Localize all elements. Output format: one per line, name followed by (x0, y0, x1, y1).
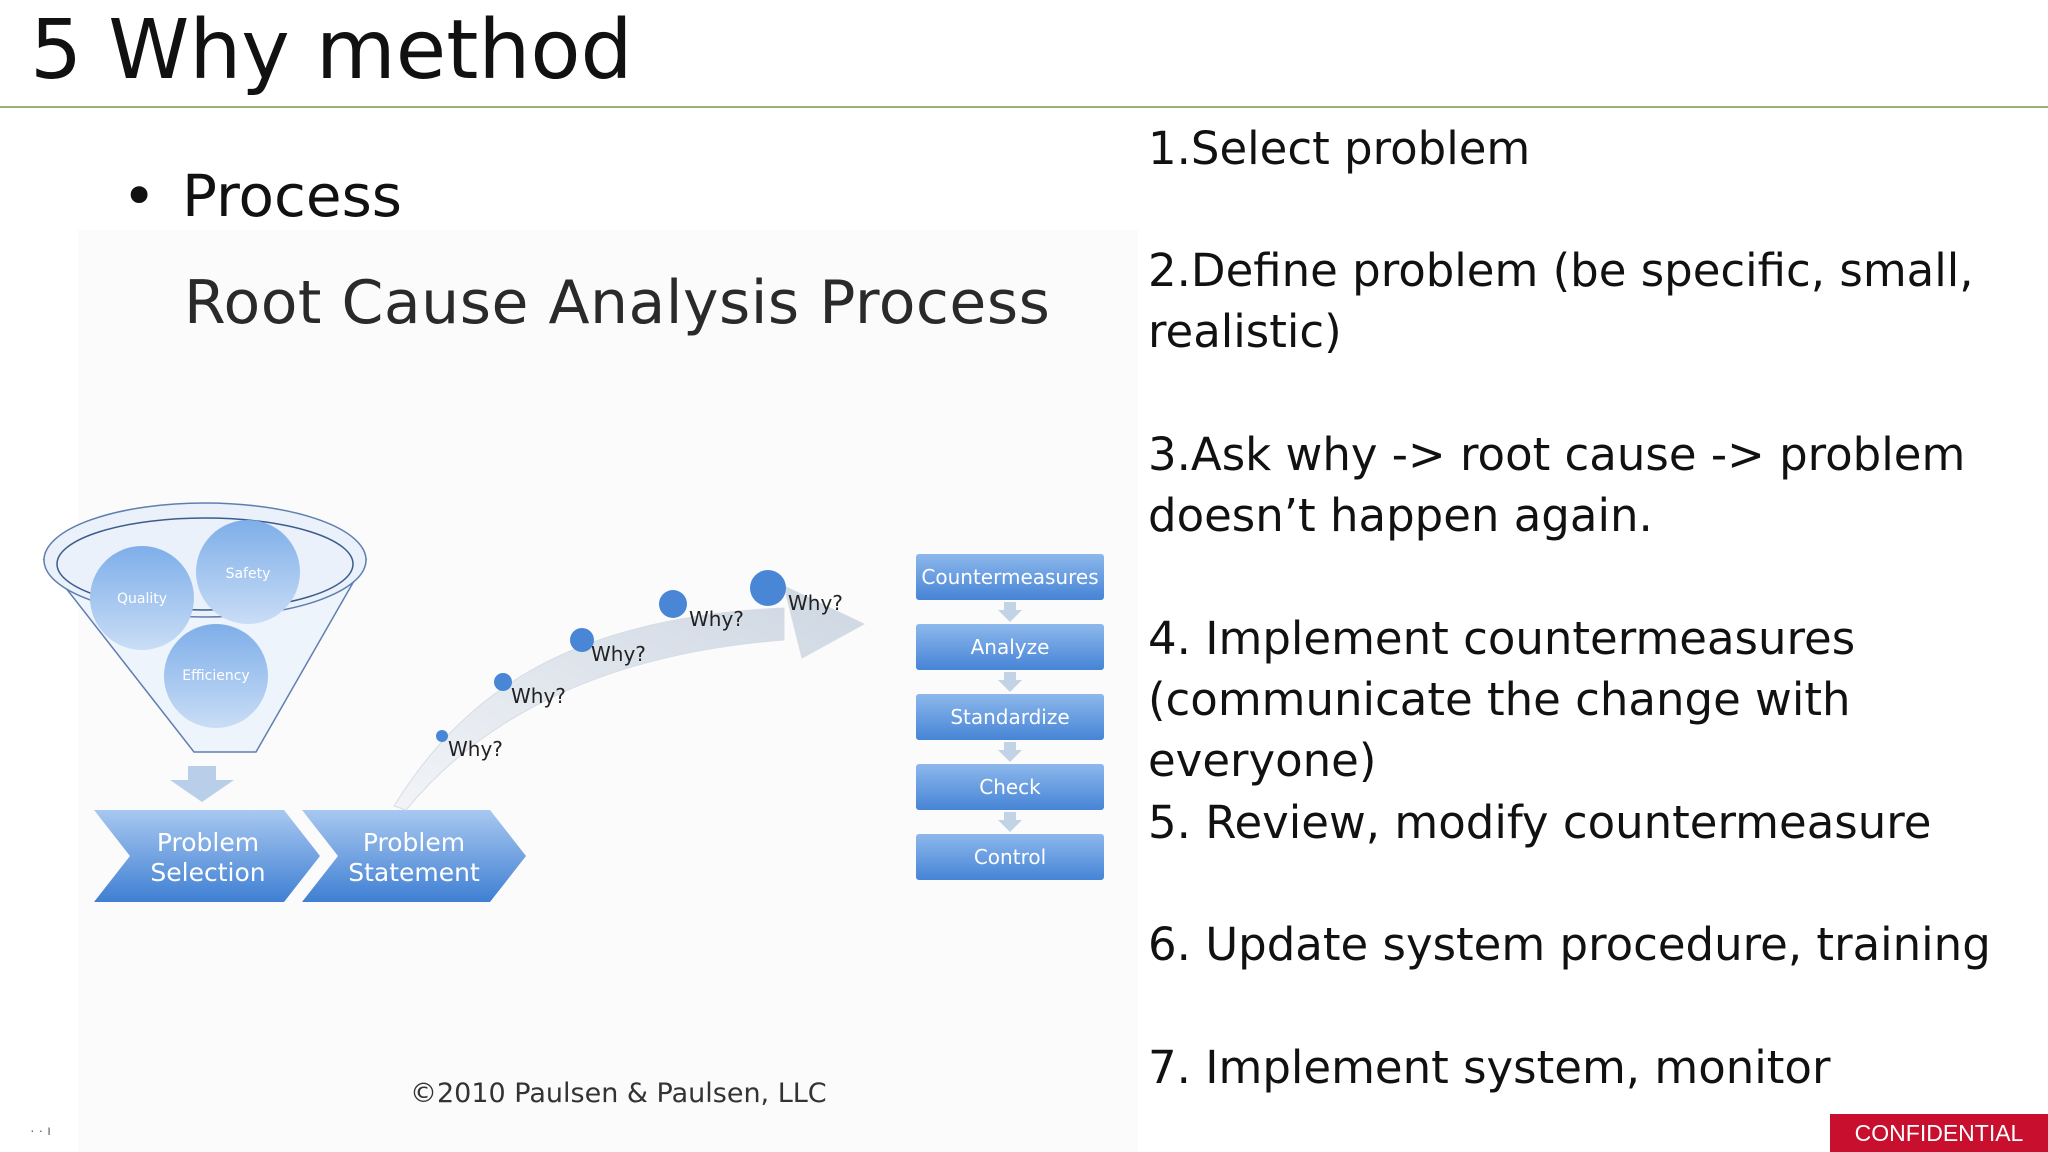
action-box-label-2: Analyze (971, 635, 1050, 659)
figure-copyright: ©2010 Paulsen & Paulsen, LLC (410, 1078, 827, 1109)
action-box-1 (916, 554, 1104, 600)
slide-title: 5 Why method (30, 3, 633, 98)
action-box-2 (916, 624, 1104, 670)
action-box-label-3: Standardize (950, 705, 1069, 729)
why-label-3: Why? (591, 642, 646, 666)
action-box-3 (916, 694, 1104, 740)
why-label-4: Why? (689, 607, 744, 631)
why-label-1: Why? (448, 737, 503, 761)
funnel-down-arrow (170, 766, 234, 802)
box-connector-arrow-3 (998, 742, 1022, 762)
action-box-label-1: Countermeasures (921, 565, 1098, 589)
why-dot-3 (570, 628, 594, 652)
box-connector-arrow-2 (998, 672, 1022, 692)
safety-label: Safety (226, 566, 271, 582)
step-3: 3.Ask why -> root cause -> problem doesn… (1148, 428, 1966, 542)
page-number-mark: · · ı (30, 1122, 51, 1138)
action-box-5 (916, 834, 1104, 880)
figure-title: Root Cause Analysis Process (184, 268, 1051, 338)
box-connector-arrow-4 (998, 812, 1022, 832)
action-boxes: CountermeasuresAnalyzeStandardizeCheckCo… (916, 554, 1104, 880)
safety-circle (196, 520, 300, 624)
step-5: 5. Review, modify countermeasure (1148, 796, 1932, 849)
quality-label: Quality (117, 591, 167, 607)
problem-statement-chevron (302, 810, 526, 902)
efficiency-label: Efficiency (182, 668, 249, 684)
why-dot-1 (436, 730, 448, 742)
step-2: 2.Define problem (be specific, small, re… (1148, 244, 1974, 358)
why-dot-2 (494, 673, 512, 691)
bullet-text: Process (182, 162, 403, 230)
efficiency-circle (164, 624, 268, 728)
box-connector-arrow-1 (998, 602, 1022, 622)
problem-selection-chevron (94, 810, 320, 902)
step-1: 1.Select problem (1148, 122, 1531, 175)
bullet-icon: • (122, 162, 157, 230)
why-dot-4 (659, 590, 687, 618)
action-box-4 (916, 764, 1104, 810)
confidential-badge: CONFIDENTIAL (1830, 1114, 2048, 1152)
step-4: 4. Implement countermeasures (communicat… (1148, 612, 1856, 787)
why-label-2: Why? (511, 684, 566, 708)
why-label-5: Why? (788, 591, 843, 615)
process-bullet: • Process (122, 162, 402, 230)
step-6: 6. Update system procedure, training (1148, 918, 1991, 971)
action-box-label-4: Check (979, 775, 1041, 799)
quality-circle (90, 546, 194, 650)
why-curved-arrow (393, 585, 866, 811)
why-dot-5 (750, 570, 786, 606)
step-7: 7. Implement system, monitor (1148, 1041, 1831, 1094)
why-markers: Why? Why? Why? Why? Why? (436, 570, 843, 761)
title-divider (0, 106, 2048, 108)
funnel-rim-inner (56, 517, 354, 611)
action-box-label-5: Control (974, 845, 1046, 869)
